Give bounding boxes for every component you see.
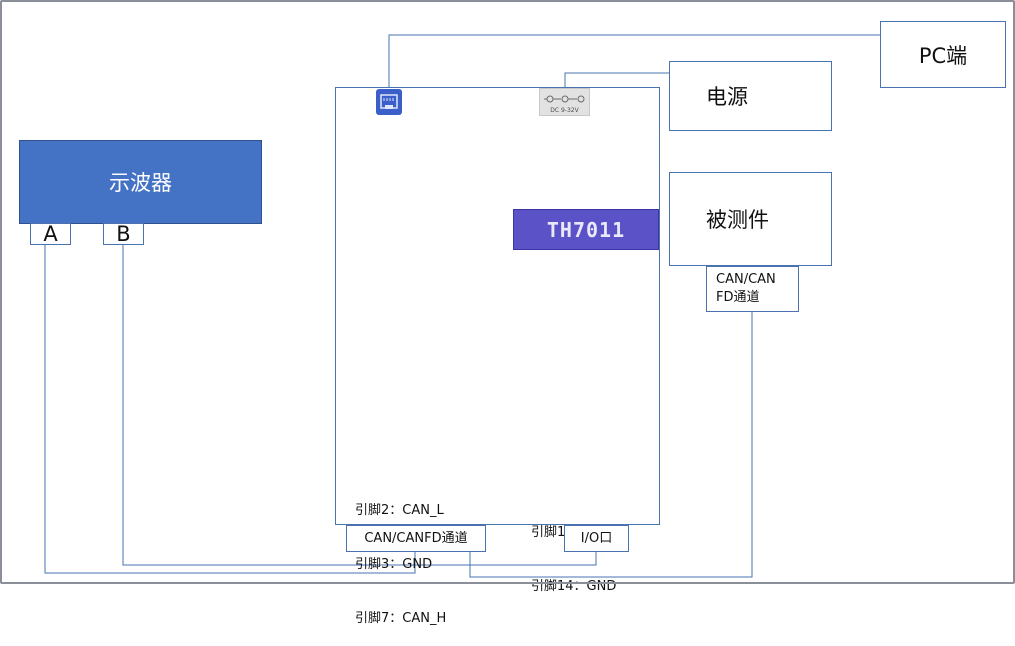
- device-can-port: CAN/CANFD通道: [346, 525, 486, 552]
- scope-port-a-label: A: [43, 222, 58, 246]
- pin-left-3: 引脚7：CAN_H: [355, 611, 447, 626]
- pin-left-1: 引脚2：CAN_L: [355, 503, 444, 518]
- dut-can-channel-label: CAN/CAN FD通道: [716, 272, 776, 305]
- line-scope-a: [44, 244, 416, 574]
- dut-box: 被测件: [669, 172, 832, 266]
- scope-port-b: B: [103, 222, 144, 246]
- pin-left-2: 引脚3：GND: [355, 557, 433, 572]
- power-box: 电源: [669, 61, 832, 131]
- device-box: [335, 87, 660, 525]
- line-power-to-device: [564, 72, 669, 88]
- device-can-port-label: CAN/CANFD通道: [364, 530, 468, 546]
- rj45-port-icon: [376, 89, 402, 115]
- device-io-port: I/O口: [564, 525, 629, 552]
- line-dut-can: [469, 311, 753, 578]
- scope-port-a: A: [30, 222, 71, 246]
- connection-lines: [44, 34, 880, 578]
- dc-port-label: DC 9-32V: [550, 107, 579, 114]
- dut-label: 被测件: [706, 208, 769, 232]
- pc-box: PC端: [880, 21, 1006, 88]
- scope-port-b-label: B: [116, 222, 131, 246]
- oscilloscope-label: 示波器: [109, 171, 172, 195]
- device-model-label: TH7011: [513, 209, 659, 250]
- line-pc-to-device: [388, 34, 880, 89]
- device-io-port-label: I/O口: [580, 530, 613, 546]
- line-scope-b: [122, 244, 597, 566]
- dut-can-channel: CAN/CAN FD通道: [706, 266, 799, 312]
- power-label: 电源: [706, 85, 748, 109]
- pc-label: PC端: [918, 43, 968, 68]
- dc-power-port-icon: DC 9-32V: [539, 88, 590, 116]
- oscilloscope-box: 示波器: [19, 140, 262, 224]
- outer-frame: [0, 0, 1015, 584]
